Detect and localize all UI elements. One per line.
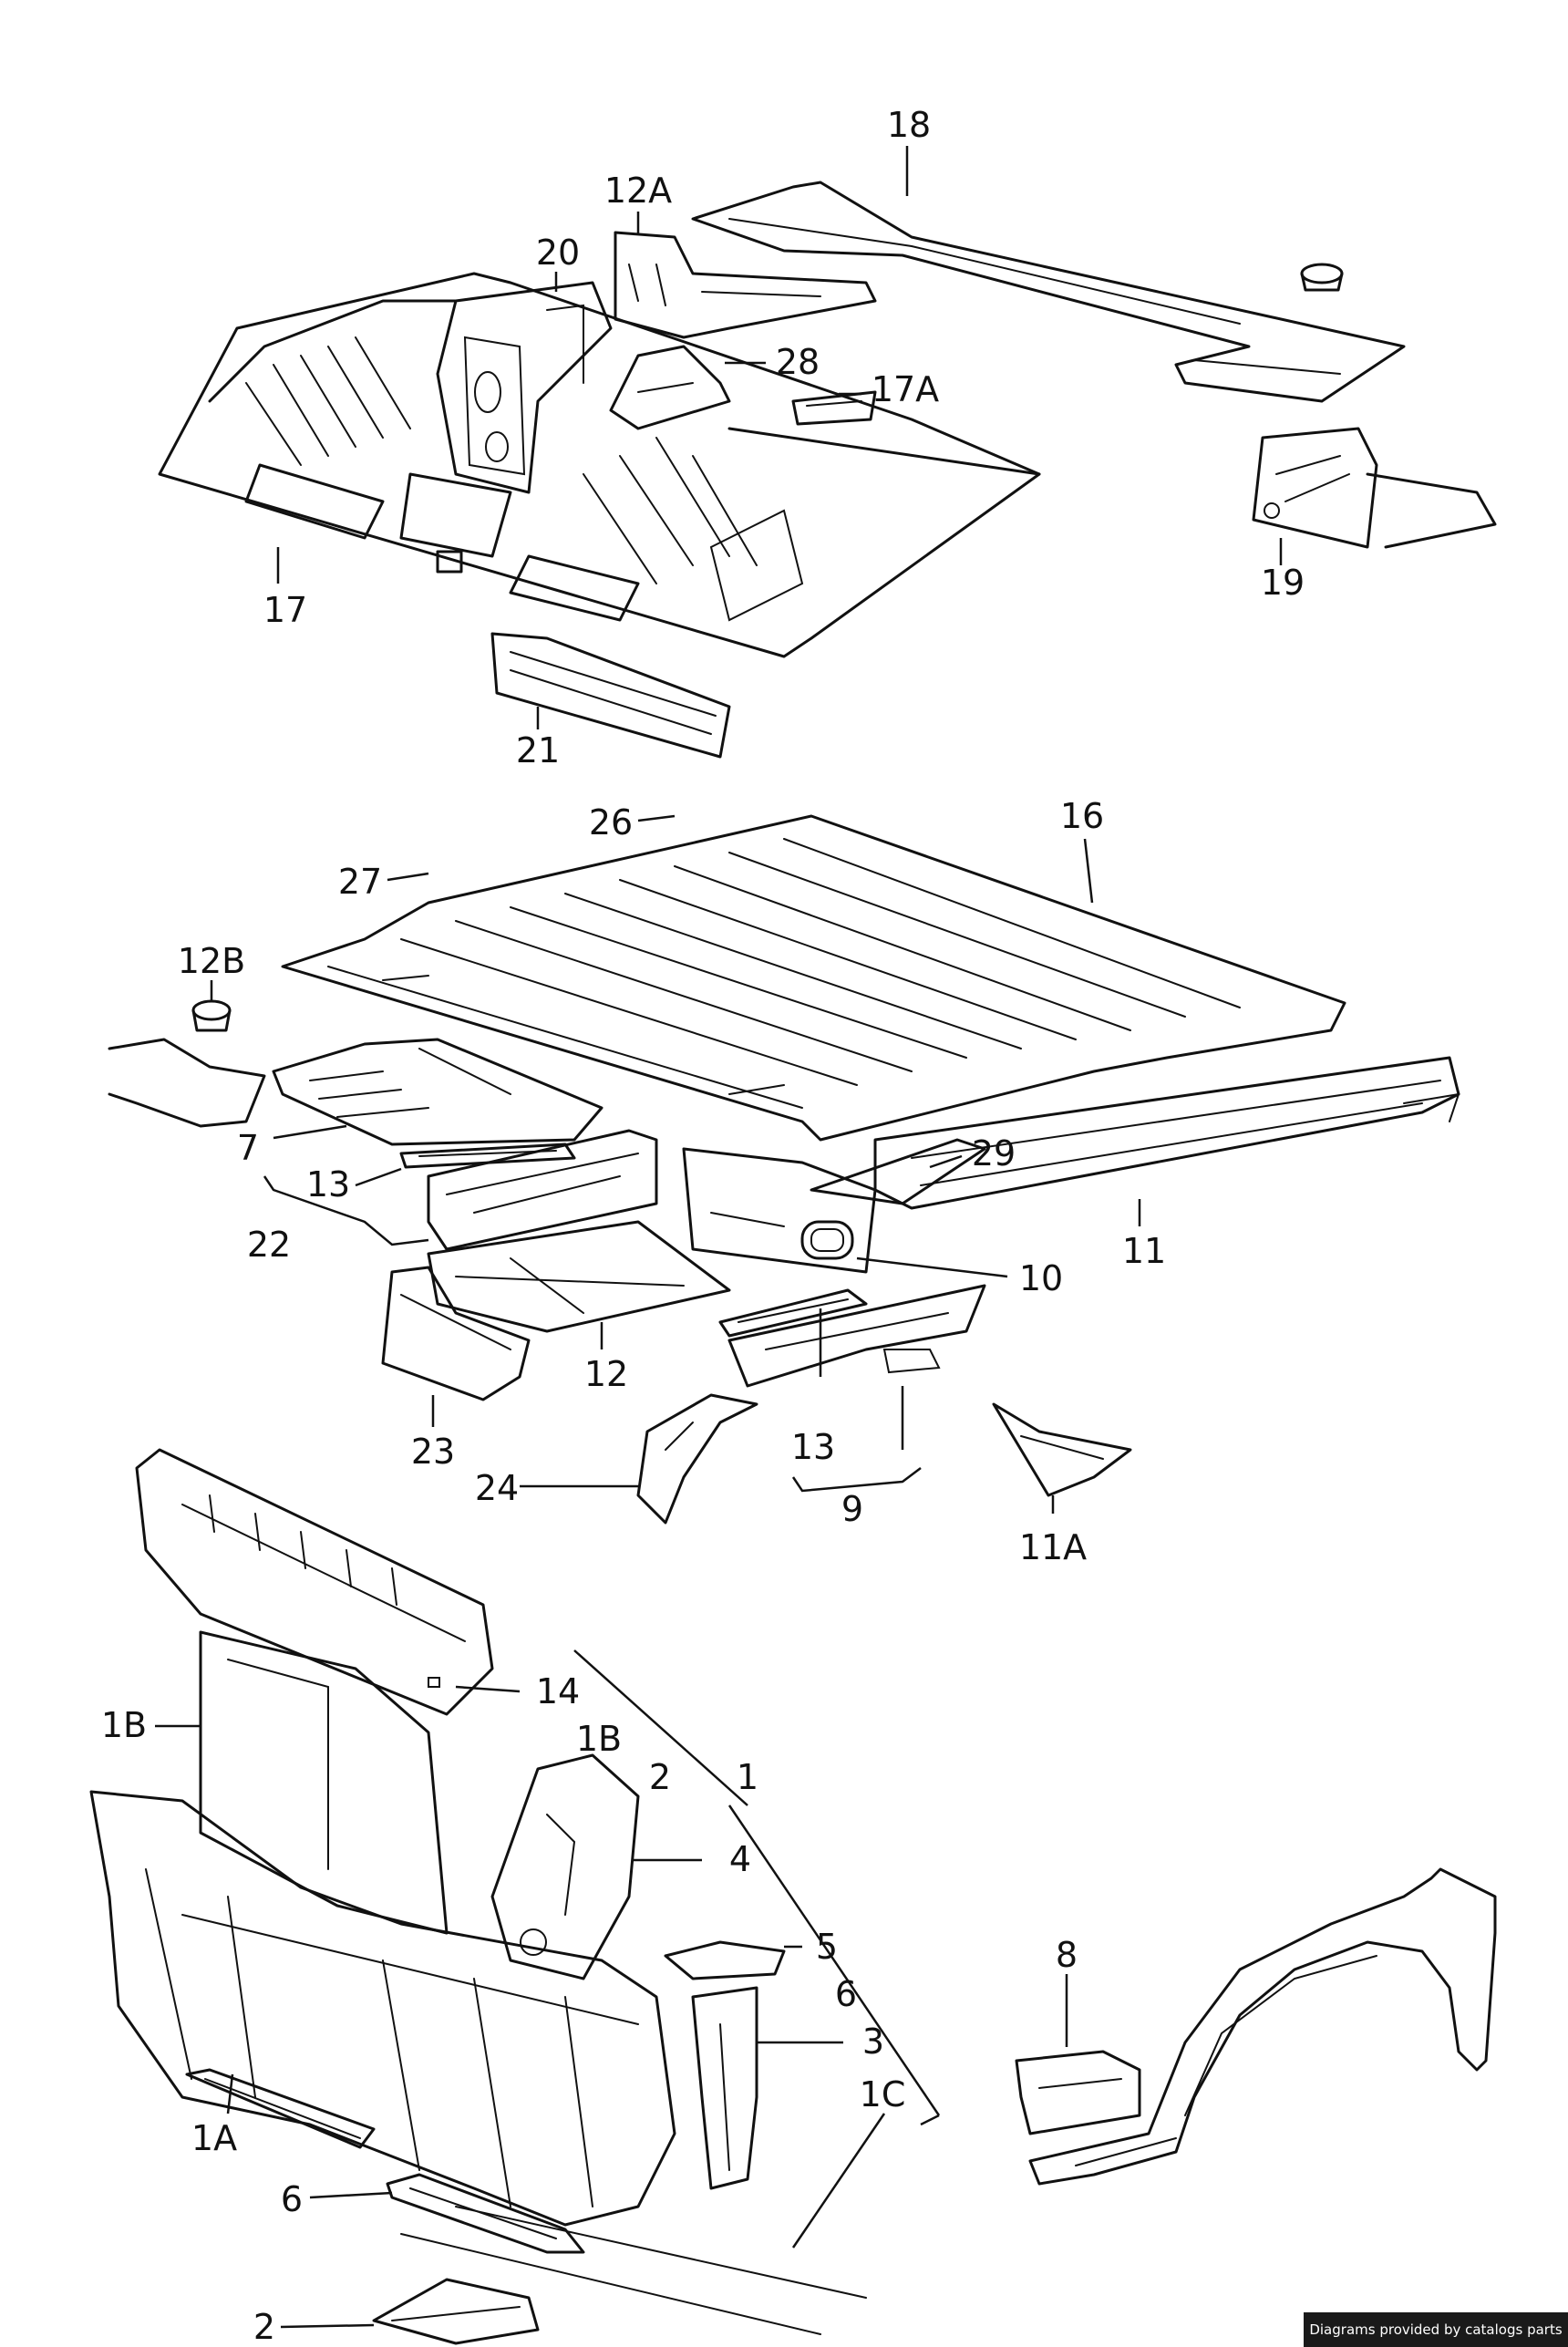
part-14-cross-member: [135, 1448, 494, 1716]
part-1-body-assembly: [89, 1790, 867, 2335]
part-7-floor-panel: [272, 1038, 603, 1146]
part-12a-panel: [614, 231, 877, 339]
callout-4: 4: [729, 1839, 751, 1879]
part-8-bracket: [1015, 2050, 1141, 2135]
part-1b-panel-large: [199, 1630, 449, 1935]
callout-6-upper: 6: [835, 1974, 857, 2014]
callout-1a: 1A: [191, 2118, 237, 2158]
callout-9: 9: [841, 1489, 863, 1529]
part-plug: [1300, 263, 1344, 292]
part-23-bracket: [381, 1266, 531, 1401]
callout-13-lower: 13: [791, 1427, 835, 1467]
part-10-grommet-box: [682, 1147, 877, 1274]
part-28-plate: [609, 345, 731, 430]
part-12b-plug: [191, 999, 232, 1032]
callout-26: 26: [589, 802, 633, 843]
part-5-plate: [664, 1940, 786, 1980]
callout-17: 17: [263, 590, 307, 630]
callout-19: 19: [1261, 563, 1305, 603]
callout-27: 27: [338, 862, 382, 902]
callout-10: 10: [1019, 1258, 1063, 1298]
callout-14: 14: [536, 1671, 580, 1711]
callout-17a: 17A: [872, 369, 939, 409]
part-24-wheelhouse-piece: [636, 1393, 758, 1525]
callout-labels: 18 12A 20 28 17A 17 19 21 16 26 27 12B 7…: [101, 105, 1305, 2347]
part-6-strip: [386, 2173, 585, 2254]
callout-1b-right: 1B: [576, 1719, 622, 1759]
part-12-frame: [427, 1220, 731, 1333]
part-3-pillar: [691, 1986, 758, 2190]
callout-24: 24: [475, 1468, 519, 1508]
part-11a-bracket: [992, 1402, 1132, 1497]
callout-1: 1: [737, 1757, 758, 1797]
diagram-credit: Diagrams provided by catalogs parts: [1304, 2312, 1568, 2347]
callout-16: 16: [1060, 796, 1104, 836]
callout-23: 23: [411, 1432, 455, 1472]
callout-12: 12: [584, 1354, 628, 1394]
part-18-rail: [691, 181, 1406, 403]
callout-21: 21: [516, 730, 560, 770]
callout-2-lower: 2: [253, 2307, 275, 2347]
part-22-crossmember: [427, 1129, 658, 1251]
group-brackets: [263, 1175, 922, 1493]
part-17a-strip: [791, 390, 877, 426]
part-16-cargo-floor: [281, 814, 1346, 1142]
callout-20: 20: [536, 233, 580, 273]
part-wheel-arch: [1028, 1867, 1497, 2186]
callout-8: 8: [1056, 1935, 1078, 1975]
part-side-panel-left: [108, 1038, 266, 1128]
leader-lines: [155, 146, 1283, 2329]
part-11-sill: [873, 1056, 1460, 1210]
callout-6-lower: 6: [281, 2179, 303, 2219]
callout-11a: 11A: [1019, 1527, 1087, 1567]
part-21-sill: [490, 632, 731, 759]
callout-11: 11: [1122, 1231, 1166, 1271]
callout-1b-left: 1B: [101, 1705, 147, 1745]
callout-28: 28: [776, 342, 820, 382]
callout-29: 29: [972, 1133, 1016, 1174]
part-19-bracket: [1252, 427, 1497, 549]
callout-18: 18: [887, 105, 931, 145]
callout-12b: 12B: [178, 941, 245, 981]
callout-5: 5: [816, 1927, 838, 1967]
callout-2-upper: 2: [649, 1757, 671, 1797]
callout-22: 22: [247, 1225, 291, 1265]
part-17-rear-floor: [158, 272, 1041, 658]
callout-7: 7: [237, 1128, 259, 1168]
part-2-bracket: [372, 2278, 540, 2345]
part-20-bracket: [436, 281, 613, 494]
callout-12a: 12A: [604, 171, 672, 211]
part-29-bracket: [810, 1138, 986, 1205]
part-9-member: [727, 1284, 986, 1388]
callout-13-upper: 13: [306, 1164, 350, 1205]
callout-1c: 1C: [860, 2074, 906, 2114]
part-4-pillar: [490, 1753, 640, 1980]
part-13-strip-lower: [718, 1288, 868, 1338]
callout-3: 3: [862, 2021, 884, 2062]
